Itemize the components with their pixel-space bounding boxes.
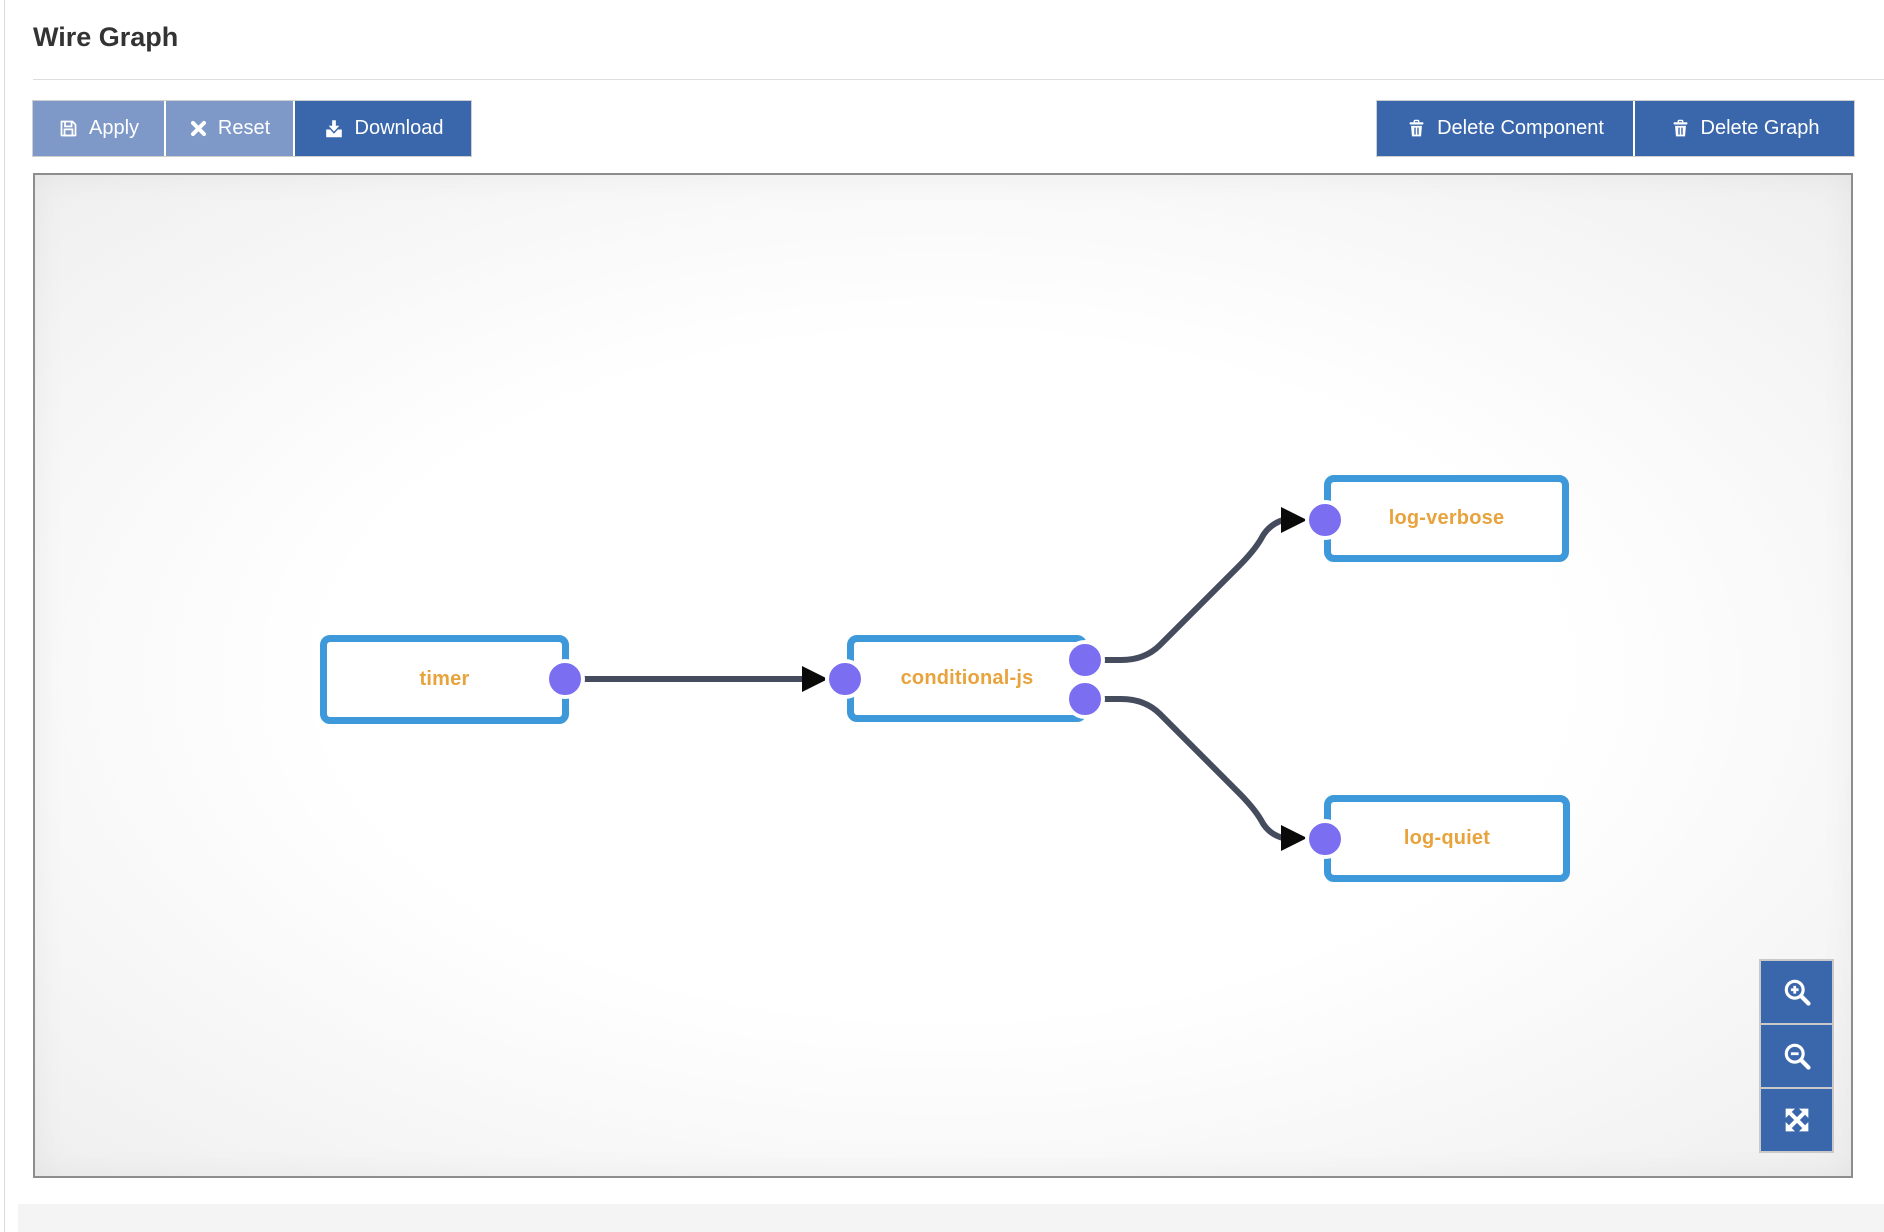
- delete-component-button[interactable]: Delete Component: [1377, 101, 1633, 156]
- node-log-quiet[interactable]: log-quiet: [1324, 795, 1570, 882]
- port-conditional-js-input[interactable]: [825, 659, 865, 699]
- download-icon: [325, 119, 342, 137]
- fit-to-screen-button[interactable]: [1761, 1089, 1832, 1151]
- expand-arrows-icon: [1785, 1108, 1808, 1132]
- zoom-in-button[interactable]: [1761, 961, 1832, 1023]
- zoom-out-button[interactable]: [1761, 1025, 1832, 1087]
- port-log-quiet-input[interactable]: [1305, 819, 1345, 859]
- edge-conditional-js-to-log-quiet[interactable]: [1085, 696, 1307, 851]
- close-icon: [190, 120, 206, 137]
- node-log-quiet-label: log-quiet: [1403, 827, 1491, 849]
- port-conditional-js-output-1[interactable]: [1065, 640, 1105, 680]
- trash-icon: [1673, 119, 1688, 137]
- magnifier-plus-icon: [1784, 979, 1811, 1006]
- delete-component-button-label: Delete Component: [1437, 117, 1604, 139]
- magnifier-minus-icon: [1784, 1043, 1811, 1070]
- wire-graph-canvas[interactable]: timer conditional-js log-verbose log-qui…: [33, 173, 1853, 1178]
- apply-button-label: Apply: [88, 117, 140, 139]
- delete-graph-button-label: Delete Graph: [1700, 117, 1820, 139]
- page-title: Wire Graph: [33, 22, 179, 52]
- arrowhead-icon: [1281, 507, 1307, 533]
- node-timer-label: timer: [419, 668, 470, 690]
- port-conditional-js-output-2[interactable]: [1065, 679, 1105, 719]
- download-button[interactable]: Download: [293, 101, 471, 156]
- reset-button[interactable]: Reset: [164, 101, 293, 156]
- bottom-panel: [18, 1204, 1884, 1232]
- arrowhead-icon: [802, 666, 828, 692]
- port-timer-output[interactable]: [545, 659, 585, 699]
- toolbar-left-group: Apply Reset Download: [32, 100, 472, 157]
- node-conditional-js-label: conditional-js: [900, 667, 1034, 689]
- arrowhead-icon: [1281, 825, 1307, 851]
- wire-edges-layer: [568, 507, 1307, 851]
- title-divider: [33, 79, 1884, 80]
- node-timer[interactable]: timer: [320, 635, 569, 724]
- save-icon: [60, 120, 77, 137]
- node-log-verbose-label: log-verbose: [1388, 507, 1505, 529]
- node-log-verbose[interactable]: log-verbose: [1324, 475, 1569, 562]
- trash-icon: [1409, 119, 1424, 137]
- edge-timer-to-conditional-js[interactable]: [568, 666, 828, 692]
- port-log-verbose-input[interactable]: [1305, 500, 1345, 540]
- edge-conditional-js-to-log-verbose[interactable]: [1085, 507, 1307, 663]
- toolbar-right-group: Delete Component Delete Graph: [1376, 100, 1855, 157]
- delete-graph-button[interactable]: Delete Graph: [1633, 101, 1854, 156]
- apply-button[interactable]: Apply: [33, 101, 164, 156]
- zoom-controls: [1759, 959, 1834, 1153]
- page-left-border: [4, 0, 5, 1232]
- reset-button-label: Reset: [217, 117, 271, 139]
- download-button-label: Download: [354, 117, 444, 139]
- node-conditional-js[interactable]: conditional-js: [847, 635, 1087, 722]
